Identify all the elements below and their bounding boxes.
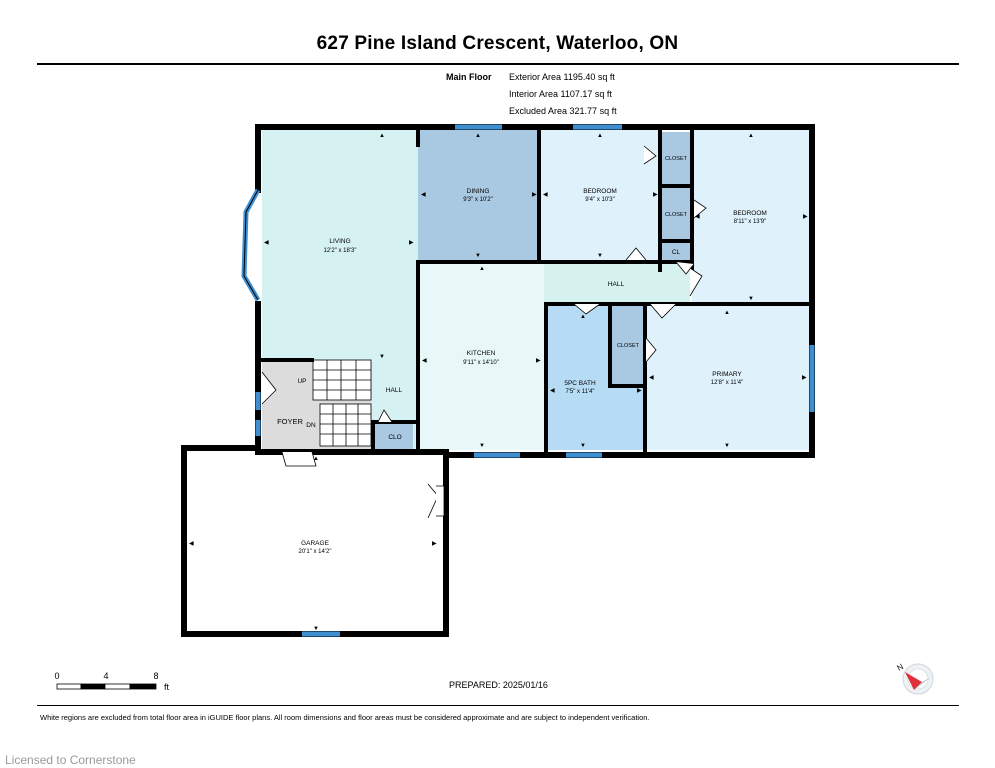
bedroom2-fill — [692, 130, 810, 304]
bedroom1-label: BEDROOM — [583, 188, 617, 195]
bedroom1-fill — [540, 130, 660, 260]
page-title: 627 Pine Island Crescent, Waterloo, ON — [316, 33, 679, 54]
primary-label: PRIMARY — [712, 371, 742, 378]
header-divider — [37, 63, 959, 65]
dining-room-fill — [418, 130, 538, 260]
svg-text:▶: ▶ — [532, 192, 537, 198]
living-label: LIVING — [329, 238, 350, 245]
prepared-date: PREPARED: 2025/01/16 — [449, 680, 548, 690]
kitchen-label: KITCHEN — [467, 350, 496, 357]
svg-text:◀: ◀ — [422, 358, 427, 364]
stairs-down — [319, 403, 372, 447]
license-watermark: Licensed to Cornerstone — [5, 753, 136, 767]
svg-text:▼: ▼ — [597, 253, 603, 259]
closet2-fill — [662, 188, 690, 240]
cl-label: CL — [672, 249, 681, 256]
closet1-fill — [662, 132, 690, 184]
disclaimer: White regions are excluded from total fl… — [40, 713, 650, 722]
scale-tick-0: 0 — [54, 671, 59, 681]
svg-text:▲: ▲ — [580, 314, 586, 320]
cl-fill — [662, 243, 690, 261]
foyer-label: FOYER — [277, 417, 303, 426]
svg-text:▶: ▶ — [637, 388, 642, 394]
bedroom2-dim: 8'11" x 13'9" — [734, 219, 766, 225]
svg-text:▲: ▲ — [479, 266, 485, 272]
closet3-fill — [612, 306, 644, 384]
svg-text:▶: ▶ — [409, 240, 414, 246]
living-room-fill — [262, 130, 418, 362]
svg-text:▲: ▲ — [475, 133, 481, 139]
dining-dim: 9'3" x 10'2" — [463, 197, 493, 203]
interior-area: Interior Area 1107.17 sq ft — [509, 89, 612, 99]
svg-text:◀: ◀ — [421, 192, 426, 198]
svg-text:▼: ▼ — [475, 253, 481, 259]
svg-text:▼: ▼ — [313, 626, 319, 632]
bay-window-outline — [243, 189, 259, 301]
bath-label: 5PC BATH — [564, 380, 596, 387]
svg-text:◀: ◀ — [649, 375, 654, 381]
stair-up-label: UP — [297, 378, 306, 385]
svg-text:◀: ◀ — [264, 240, 269, 246]
primary-dim: 12'8" x 11'4" — [711, 380, 743, 386]
clo-fill — [375, 424, 413, 449]
bath-dim: 7'5" x 11'4" — [565, 389, 594, 395]
svg-text:▲: ▲ — [379, 133, 385, 139]
svg-text:▶: ▶ — [802, 375, 807, 381]
svg-text:◀: ◀ — [543, 192, 548, 198]
kitchen-dim: 9'11" x 14'10" — [463, 360, 499, 366]
windows — [255, 124, 815, 637]
svg-text:▲: ▲ — [313, 456, 319, 462]
hall-fill — [544, 263, 690, 303]
stair-dn-label: DN — [306, 422, 316, 429]
svg-text:▶: ▶ — [536, 358, 541, 364]
area-summary: Exterior Area 1195.40 sq ft Interior Are… — [509, 69, 617, 120]
svg-text:▲: ▲ — [597, 133, 603, 139]
garage-dim: 20'1" x 14'2" — [299, 549, 332, 555]
bay-window — [241, 188, 261, 302]
scale-tick-4: 4 — [103, 671, 108, 681]
svg-text:▲: ▲ — [748, 133, 754, 139]
svg-text:◀: ◀ — [189, 541, 194, 547]
svg-text:▲: ▲ — [724, 310, 730, 316]
living-dim: 12'2" x 18'3" — [324, 248, 357, 254]
footer-divider — [37, 705, 959, 706]
bedroom2-label: BEDROOM — [733, 210, 767, 217]
primary-fill — [646, 306, 810, 450]
window-frames — [182, 194, 814, 621]
hall-upper-label: HALL — [608, 281, 625, 288]
svg-text:◀: ◀ — [550, 388, 555, 394]
svg-text:▶: ▶ — [803, 214, 808, 220]
bedroom1-dim: 9'4" x 10'3" — [585, 197, 615, 203]
svg-text:▼: ▼ — [580, 443, 586, 449]
svg-text:▼: ▼ — [748, 296, 754, 302]
compass-icon: N — [896, 662, 934, 695]
scale-unit: ft — [164, 682, 170, 692]
garage-label: GARAGE — [301, 540, 329, 547]
closet2-label: CLOSET — [665, 212, 688, 218]
compass-north-label: N — [896, 662, 906, 673]
scale-bar: 0 4 8 ft — [54, 671, 169, 692]
hall-lower-label: HALL — [386, 387, 403, 394]
svg-text:▶: ▶ — [432, 541, 437, 547]
dining-label: DINING — [467, 188, 490, 195]
clo-label: CLO — [388, 434, 401, 441]
stairs-up — [312, 359, 372, 401]
svg-text:▼: ▼ — [379, 354, 385, 360]
closet1-label: CLOSET — [665, 156, 688, 162]
svg-text:▼: ▼ — [479, 443, 485, 449]
svg-text:▶: ▶ — [653, 192, 658, 198]
svg-text:▼: ▼ — [724, 443, 730, 449]
kitchen-fill — [420, 263, 544, 450]
dimension-arrows: ▲ ▼ ◀ ▶ ▲ ▼ ◀ ▶ ▲ ▼ ◀ ▶ ▲ ▼ ◀ ▶ ▲ ▼ ◀ ▶ ▲ ▼ ◀ ▶ ▲ ▼ ◀… — [189, 133, 808, 632]
floor-label: Main Floor — [446, 72, 492, 82]
excluded-area: Excluded Area 321.77 sq ft — [509, 106, 617, 116]
door-swings — [261, 145, 707, 519]
scale-tick-8: 8 — [153, 671, 158, 681]
closet3-label: CLOSET — [617, 343, 640, 349]
exterior-area: Exterior Area 1195.40 sq ft — [509, 72, 615, 82]
svg-text:◀: ◀ — [695, 214, 700, 220]
